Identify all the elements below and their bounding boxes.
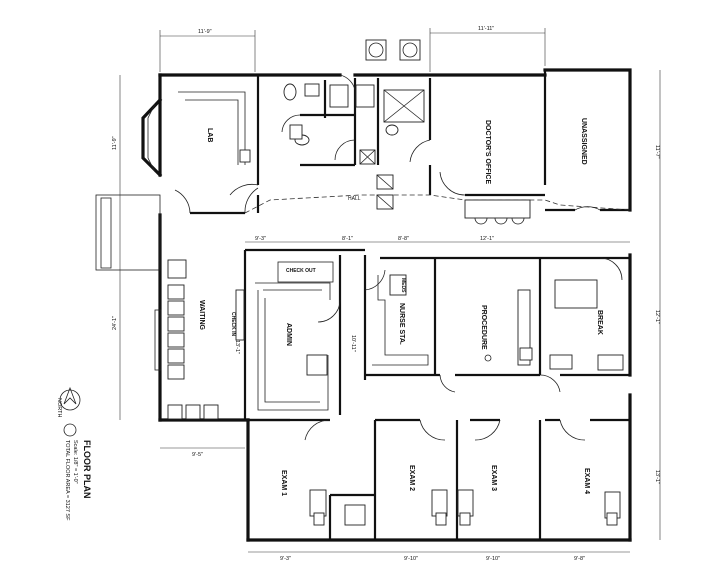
- dim-top-right: 11'-11": [478, 26, 494, 32]
- plan-area: TOTAL FLOOR AREA = 3127 SF: [64, 440, 70, 521]
- room-label-hall: HALL: [348, 196, 361, 202]
- title-bubble-icon: [63, 423, 77, 437]
- dim-right-break: 12'-1": [654, 310, 660, 324]
- dim-nurse-side: 10'-11": [350, 335, 356, 352]
- dim-mid-4: 12'-1": [480, 236, 494, 242]
- interior-walls: [190, 70, 630, 540]
- dim-mid-3: 8'-8": [398, 236, 409, 242]
- doors: [174, 74, 623, 441]
- dimension-lines: [119, 28, 661, 553]
- room-label-meds: MEDS: [400, 278, 406, 293]
- corridor-line: [244, 194, 631, 214]
- room-label-break: BREAK: [596, 310, 603, 335]
- exterior-walls: [95, 68, 632, 542]
- room-label-doctors-office: DOCTOR'S OFFICE: [484, 120, 491, 184]
- dim-mid-2: 8'-1": [342, 236, 353, 242]
- dim-bottom-3: 9'-10": [486, 556, 500, 562]
- dim-bottom-1: 9'-3": [280, 556, 291, 562]
- room-label-unassigned: UNASSIGNED: [580, 118, 587, 165]
- room-label-exam1: EXAM 1: [280, 470, 287, 496]
- plan-title: FLOOR PLAN: [82, 440, 92, 499]
- room-label-exam2: EXAM 2: [408, 465, 415, 491]
- dim-mid-1: 9'-3": [255, 236, 266, 242]
- room-label-lab: LAB: [206, 128, 213, 142]
- dim-right-exam4: 13'-1": [654, 470, 660, 484]
- north-arrow-icon: [59, 389, 81, 411]
- room-label-nurse-station: NURSE STA.: [398, 303, 405, 345]
- dim-left-lab: 11'-9": [112, 136, 118, 150]
- north-label: NORTH: [56, 398, 62, 417]
- room-label-procedure: PROCEDURE: [480, 305, 487, 350]
- dim-admin-side: 13'-1": [234, 340, 240, 354]
- room-label-exam4: EXAM 4: [583, 468, 590, 494]
- dim-bottom-2: 9'-10": [404, 556, 418, 562]
- dim-bottom-4: 9'-8": [574, 556, 585, 562]
- dim-waiting-bottom: 9'-5": [192, 452, 203, 458]
- room-label-admin: ADMIN: [285, 323, 292, 346]
- room-label-waiting: WAITING: [198, 300, 205, 330]
- plan-scale: Scale: 1/8" = 1'-0": [72, 440, 78, 484]
- room-label-exam3: EXAM 3: [490, 465, 497, 491]
- dim-right-unassigned: 11'-7": [654, 145, 660, 159]
- north-arrow-pointer-icon: [63, 386, 77, 405]
- dim-top-left: 11'-9": [198, 29, 212, 35]
- fixtures: [154, 39, 624, 526]
- room-label-check-in: CHECK IN: [230, 312, 236, 337]
- room-label-check-out: CHECK OUT: [286, 268, 316, 274]
- dim-left-waiting: 24'-1": [112, 316, 118, 330]
- title-block: NORTH FLOOR PLAN Scale: 1/8" = 1'-0" TOT…: [56, 386, 92, 521]
